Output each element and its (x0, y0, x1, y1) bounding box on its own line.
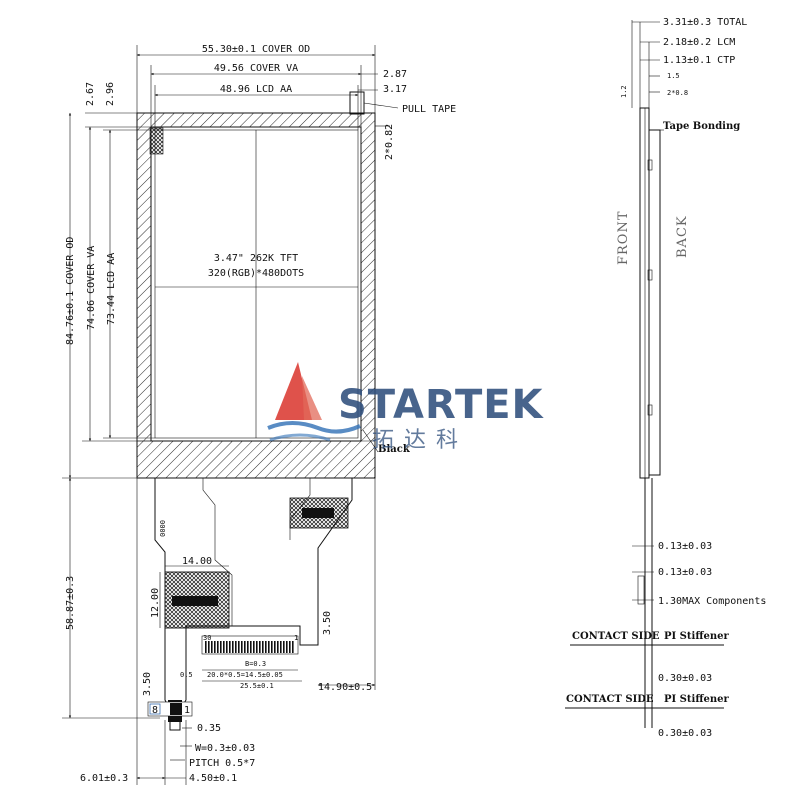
dim-w: W=0.3±0.03 (195, 743, 255, 754)
conn-small-3: 20.0*0.5=14.5±0.05 (207, 671, 283, 679)
connector-pad (292, 641, 294, 653)
contact-side-2: CONTACT SIDE (566, 694, 654, 705)
dim-035: 0.35 (197, 723, 221, 734)
product-title: 3.47" 262K TFT (214, 253, 298, 264)
tape-bonding: Tape Bonding (663, 121, 740, 132)
front-label: FRONT (616, 210, 631, 265)
dim-cover-od-w: 55.30±0.1 COVER OD (202, 44, 310, 55)
dim-lcm: 2.18±0.2 LCM (663, 37, 735, 48)
dim-350-left: 3.50 (142, 672, 153, 696)
dim-top-left-267: 2.67 (85, 82, 96, 106)
connector-pad (280, 641, 282, 653)
dim-ctp: 1.13±0.1 CTP (663, 55, 735, 66)
dim-total: 3.31±0.3 TOTAL (663, 17, 747, 28)
lcd-aa-outline (154, 129, 359, 439)
connector-pad (214, 641, 216, 653)
dim-stiff-h: 12.00 (150, 588, 161, 618)
dim-top-left-296: 2.96 (105, 82, 116, 106)
connector-pad (205, 641, 207, 653)
logo-name-cn: 拓达科 (372, 428, 468, 453)
connector-pad (289, 641, 291, 653)
connector-pad (247, 641, 249, 653)
connector-pad (217, 641, 219, 653)
contact-side-1: CONTACT SIDE (572, 631, 660, 642)
connector-pad (253, 641, 255, 653)
dim-15: 1.5 (667, 72, 680, 80)
conn-pin-1: 1 (294, 634, 298, 642)
connector-pad (262, 641, 264, 653)
connector-pad (223, 641, 225, 653)
connector-pad (250, 641, 252, 653)
dim-130: 1.30MAX Components (658, 596, 766, 607)
connector-pad (277, 641, 279, 653)
logo-sail-icon (275, 362, 312, 420)
pad-num-8: 8 (152, 705, 158, 716)
dim-cover-va-w: 49.56 COVER VA (214, 63, 298, 74)
fpc-connector: 30 1 B=0.3 0.5 20.0*0.5=14.5±0.05 25.5±0… (180, 634, 302, 690)
connector-pad (265, 641, 267, 653)
startek-logo: STARTEK 拓达科 (267, 362, 545, 453)
connector-pad (229, 641, 231, 653)
dim-cover-va-h: 74.06 COVER VA (86, 246, 97, 330)
dim-right-317: 3.17 (383, 84, 407, 95)
pull-tape-label: PULL TAPE (402, 104, 456, 115)
dim-stiff-w: 14.00 (182, 556, 212, 567)
conn-pin-30: 30 (203, 634, 211, 642)
dim-cover-od-h: 84.76±0.1 COVER OD (65, 237, 76, 345)
module-lcm (648, 129, 661, 476)
dim-lcd-aa-h: 73.44 LCD AA (106, 253, 117, 325)
pi-stiffener-1: PI Stiffener (664, 631, 730, 642)
pi-stiffener-2: PI Stiffener (664, 694, 730, 705)
back-label: BACK (675, 215, 690, 258)
connector-pad (232, 641, 234, 653)
fpc-label: 0000 (158, 520, 166, 537)
dim-450: 4.50±0.1 (189, 773, 237, 784)
dim-350-right: 3.50 (322, 611, 333, 635)
connector-pad (259, 641, 261, 653)
dim-601: 6.01±0.3 (80, 773, 128, 784)
black-window-label: Black (378, 444, 411, 455)
connector-pad (208, 641, 210, 653)
conn-small-5: 0.5 (180, 671, 193, 679)
connector-pad (238, 641, 240, 653)
connector-pad (274, 641, 276, 653)
connector-pad (226, 641, 228, 653)
connector-pad (268, 641, 270, 653)
pad-num-1: 1 (184, 705, 190, 716)
dim-030a: 0.30±0.03 (658, 673, 712, 684)
connector-pad (286, 641, 288, 653)
connector-pad (211, 641, 213, 653)
dim-right-287: 2.87 (383, 69, 407, 80)
dim-right-082: 2*0.82 (384, 124, 395, 160)
side-view: 3.31±0.3 TOTAL 2.18±0.2 LCM 1.13±0.1 CTP… (565, 17, 766, 739)
dim-1490: 14.90±0.5 (318, 682, 372, 693)
front-view: 3.47" 262K TFT 320(RGB)*480DOTS Black 55… (62, 44, 456, 785)
connector-pad (244, 641, 246, 653)
dim-fpc-len: 58.87±0.3 (65, 576, 76, 630)
corner-grid (149, 127, 164, 155)
connector-pad (271, 641, 273, 653)
dim-pitch: PITCH 0.5*7 (189, 758, 255, 769)
conn-small-4: 25.5±0.1 (240, 682, 274, 690)
conn-small-1: B=0.3 (245, 660, 266, 668)
connector-pad (235, 641, 237, 653)
connector-pad (256, 641, 258, 653)
dim-lcd-aa-w: 48.96 LCD AA (220, 84, 292, 95)
black-leader (362, 429, 379, 453)
connector-pad (241, 641, 243, 653)
connector-pad (283, 641, 285, 653)
product-resolution: 320(RGB)*480DOTS (208, 268, 304, 279)
logo-name: STARTEK (338, 382, 545, 428)
dim-2x08: 2*0.8 (667, 89, 688, 97)
dim-013b: 0.13±0.03 (658, 567, 712, 578)
module-ctp (639, 107, 650, 479)
dim-013a: 0.13±0.03 (658, 541, 712, 552)
connector-pad (220, 641, 222, 653)
cover-outline (136, 112, 376, 479)
dim-12: 1.2 (620, 85, 628, 98)
dim-030b: 0.30±0.03 (658, 728, 712, 739)
